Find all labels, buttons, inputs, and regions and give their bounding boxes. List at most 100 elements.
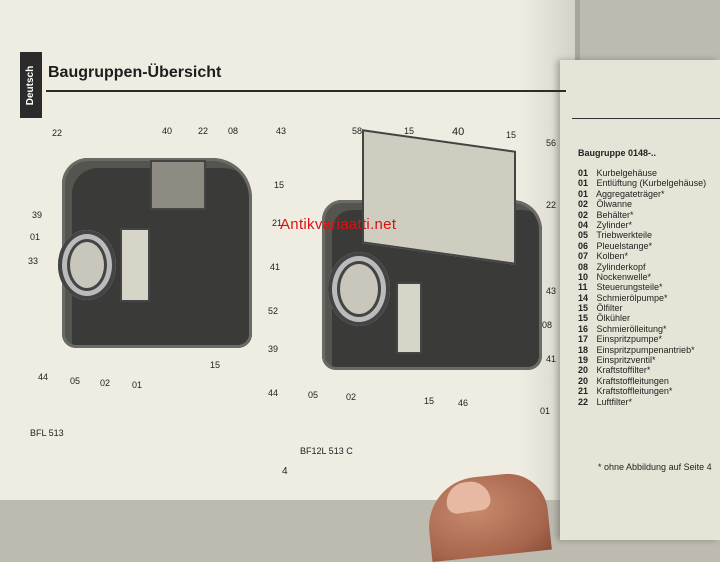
callout-label: 01 xyxy=(30,232,41,242)
callout-label: 52 xyxy=(268,306,279,316)
part-code: 01 xyxy=(578,178,589,189)
part-name: Kolben* xyxy=(596,251,629,262)
callout-label: 15 xyxy=(274,180,285,190)
list-item: 15 Ölfilter xyxy=(578,303,706,313)
list-item: 11 Steuerungsteile* xyxy=(578,282,706,292)
oil-filter-block xyxy=(396,282,422,354)
oil-filter-block xyxy=(120,228,150,302)
parts-list: 01 Kurbelgehäuse 01 Entlüftung (Kurbelge… xyxy=(578,168,706,407)
part-code: 15 xyxy=(578,313,589,324)
part-name: Schmierölleitung* xyxy=(596,323,667,334)
part-code: 18 xyxy=(578,344,589,355)
part-code: 08 xyxy=(578,261,589,272)
part-name: Aggregateträger* xyxy=(596,188,665,199)
callout-label: 15 xyxy=(424,396,435,406)
part-code: 01 xyxy=(578,188,589,199)
callout-label: 33 xyxy=(28,256,39,266)
part-name: Nockenwelle* xyxy=(596,271,652,282)
part-name: Einspritzventil* xyxy=(596,355,656,366)
list-item: 07 Kolben* xyxy=(578,251,706,261)
list-item: 01 Aggregateträger* xyxy=(578,189,706,199)
part-code: 05 xyxy=(578,230,589,241)
list-item: 05 Triebwerkteile xyxy=(578,230,706,240)
watermark-text: Antikvariaatti.net xyxy=(280,216,397,233)
callout-label: 39 xyxy=(268,344,279,354)
part-code: 22 xyxy=(578,396,589,407)
part-code: 04 xyxy=(578,219,589,230)
part-name: Ölfilter xyxy=(596,303,623,314)
list-item: 18 Einspritzpumpenantrieb* xyxy=(578,345,706,355)
list-item: 02 Behälter* xyxy=(578,210,706,220)
part-code: 20 xyxy=(578,375,589,386)
list-item: 22 Luftfilter* xyxy=(578,397,706,407)
part-name: Schmierölpumpe* xyxy=(596,292,668,303)
part-code: 15 xyxy=(578,303,589,314)
callout-label: 43 xyxy=(546,286,557,296)
callout-label: 46 xyxy=(458,398,469,408)
list-item: 08 Zylinderkopf xyxy=(578,262,706,272)
list-item: 21 Kraftstoffleitungen* xyxy=(578,386,706,396)
intake-manifold xyxy=(150,160,206,210)
list-item: 20 Kraftstoffleitungen xyxy=(578,376,706,386)
list-item: 16 Schmierölleitung* xyxy=(578,324,706,334)
cooling-fan xyxy=(58,230,116,300)
callout-label: 44 xyxy=(38,372,49,382)
list-item: 17 Einspritzpumpe* xyxy=(578,334,706,344)
list-item: 01 Entlüftung (Kurbelgehäuse) xyxy=(578,178,706,188)
list-item: 01 Kurbelgehäuse xyxy=(578,168,706,178)
part-name: Kurbelgehäuse xyxy=(596,168,658,178)
part-name: Einspritzpumpenantrieb* xyxy=(596,344,695,355)
list-item: 14 Schmierölpumpe* xyxy=(578,293,706,303)
callout-label: 08 xyxy=(542,320,553,330)
part-name: Luftfilter* xyxy=(596,396,633,407)
list-item: 04 Zylinder* xyxy=(578,220,706,230)
list-item: 19 Einspritzventil* xyxy=(578,355,706,365)
callout-label: 15 xyxy=(404,126,415,136)
language-tab-label: Deutsch xyxy=(25,65,37,105)
part-name: Triebwerkteile xyxy=(596,230,653,241)
callout-label: 08 xyxy=(228,126,239,136)
part-code: 02 xyxy=(578,199,589,210)
callout-label: 22 xyxy=(198,126,209,136)
callout-label: 58 xyxy=(352,126,363,136)
callout-label: 15 xyxy=(506,130,517,140)
part-code: 16 xyxy=(578,323,589,334)
callout-label: 01 xyxy=(132,380,143,390)
callout-label: 40 xyxy=(452,126,465,138)
part-code: 02 xyxy=(578,209,589,220)
callout-label: 40 xyxy=(162,126,173,136)
callout-label: 22 xyxy=(546,200,557,210)
callout-label: 05 xyxy=(308,390,319,400)
page-number: 4 xyxy=(282,466,288,477)
part-code: 07 xyxy=(578,251,589,262)
part-name: Zylinder* xyxy=(596,219,633,230)
part-code: 21 xyxy=(578,386,589,397)
callout-label: 41 xyxy=(546,354,557,364)
part-name: Zylinderkopf xyxy=(596,261,646,272)
parts-header: Baugruppe 0148-.. xyxy=(578,148,657,158)
callout-label: 44 xyxy=(268,388,279,398)
callout-label: 01 xyxy=(540,406,551,416)
part-code: 06 xyxy=(578,240,589,251)
part-name: Steuerungsteile* xyxy=(596,282,663,293)
part-code: 01 xyxy=(578,168,589,178)
part-code: 20 xyxy=(578,365,589,376)
callout-label: 56 xyxy=(546,138,557,148)
list-item: 02 Ölwanne xyxy=(578,199,706,209)
part-code: 10 xyxy=(578,271,589,282)
cooling-fan xyxy=(328,252,390,326)
part-code: 17 xyxy=(578,334,589,345)
list-item: 15 Ölkühler xyxy=(578,313,706,323)
part-name: Pleuelstange* xyxy=(596,240,653,251)
callout-label: 22 xyxy=(52,128,63,138)
title-rule xyxy=(46,90,566,92)
callout-label: 39 xyxy=(32,210,43,220)
footnote: * ohne Abbildung auf Seite 4 xyxy=(598,462,712,472)
tank-unit xyxy=(362,129,516,265)
list-item: 20 Kraftstoffilter* xyxy=(578,365,706,375)
part-name: Behälter* xyxy=(596,209,634,220)
right-page xyxy=(560,60,720,540)
callout-label: 41 xyxy=(270,262,281,272)
right-panel-rule xyxy=(572,118,720,119)
callout-label: 05 xyxy=(70,376,81,386)
